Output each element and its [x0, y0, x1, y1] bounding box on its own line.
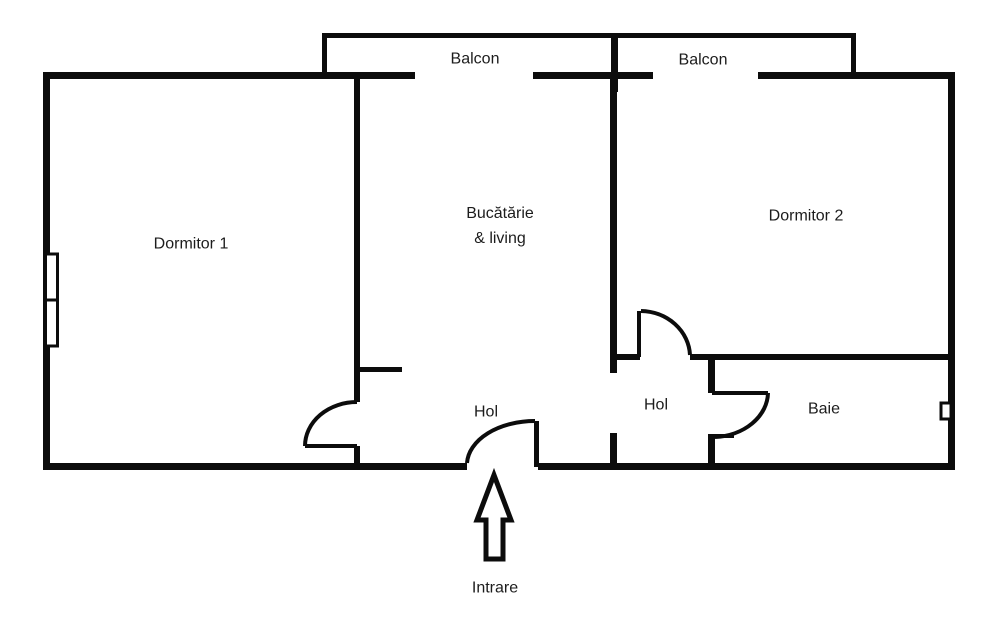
label-balcony-right: Balcon — [678, 51, 728, 69]
wall-hall2-bathroom-upper — [708, 354, 715, 393]
wall-bedroom1-lower — [354, 446, 360, 470]
wall-bedroom2-bathroom-top — [690, 354, 955, 360]
label-balcony-left: Balcon — [450, 50, 500, 68]
wall-kitchen-bedroom2 — [610, 77, 617, 373]
bedroom1-door-arc — [303, 400, 358, 447]
outer-wall-bottom-right — [538, 463, 955, 470]
label-kitchen-living-line1: Bucătărie — [466, 205, 534, 222]
bedroom1-window — [44, 252, 59, 348]
bedroom1-door — [303, 400, 358, 448]
wall-bedroom1-kitchen — [354, 77, 360, 402]
wall-hall1-hall2-stub — [610, 433, 617, 470]
balcony-wall-left — [322, 33, 327, 78]
bathroom-window — [939, 401, 953, 421]
label-bedroom-2: Dormitor 2 — [768, 207, 844, 225]
bedroom2-door — [637, 309, 692, 357]
entrance-door — [465, 418, 539, 467]
label-hall-2: Hol — [643, 396, 669, 414]
label-entrance: Intrare — [471, 579, 519, 597]
label-kitchen-living-line2: & living — [474, 230, 526, 247]
outer-wall-top-left — [43, 72, 415, 79]
wall-stub-kitchen-hall — [357, 367, 402, 372]
balcony-divider-wall — [611, 33, 618, 92]
outer-wall-bottom-left — [43, 463, 467, 470]
wall-hall2-bathroom-lower — [708, 434, 715, 470]
label-hall-1: Hol — [473, 403, 499, 421]
bedroom2-door-leaf — [637, 311, 641, 357]
balcony-wall-right — [851, 33, 856, 78]
outer-wall-top-right — [758, 72, 955, 79]
entrance-door-leaf — [534, 421, 539, 467]
bathroom-door-arc — [714, 392, 770, 439]
bathroom-door-leaf — [712, 391, 768, 395]
entrance-door-arc — [465, 418, 536, 464]
bedroom2-door-arc — [640, 309, 692, 356]
label-kitchen-living: Bucătărie & living — [466, 201, 534, 251]
label-bedroom-1: Dormitor 1 — [153, 235, 229, 253]
outer-wall-top-middle — [533, 72, 653, 79]
bedroom1-door-leaf — [305, 444, 357, 448]
wall-bedroom2-bottom-stub — [613, 354, 640, 360]
outer-wall-right — [948, 72, 955, 470]
label-bathroom: Baie — [807, 400, 841, 418]
balcony-wall-top — [322, 33, 856, 38]
bathroom-door — [712, 391, 770, 439]
entrance-arrow-icon — [473, 467, 515, 562]
